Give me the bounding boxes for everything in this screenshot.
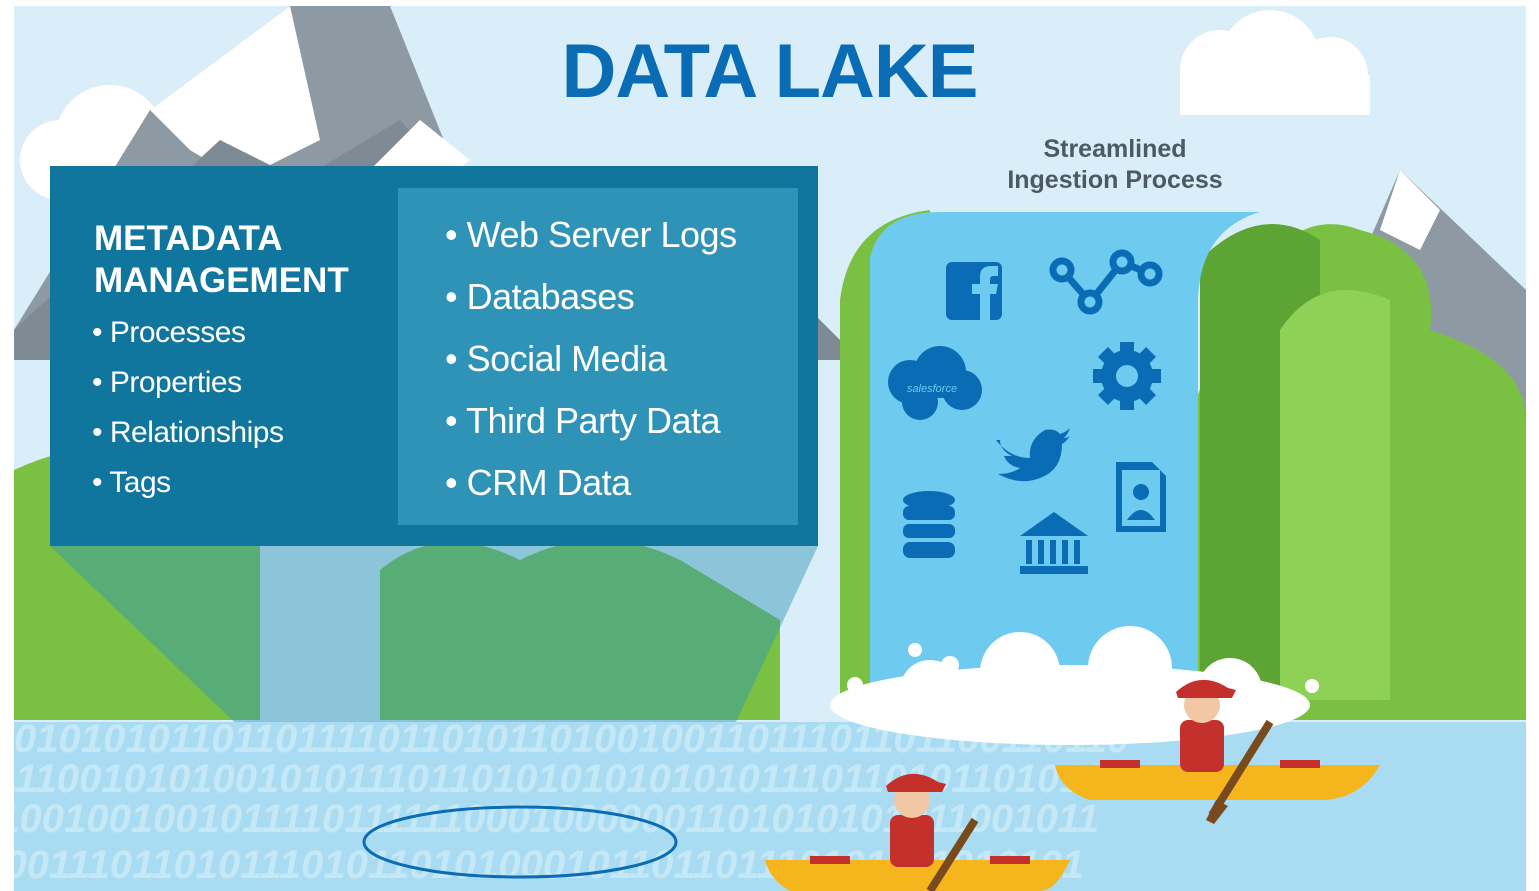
metadata-item: • Tags	[92, 466, 171, 499]
ingestion-label-line1: Streamlined	[1043, 135, 1187, 163]
binary-row: 1100100100101111011111100010000001101010…	[0, 797, 1099, 841]
twitter-icon	[996, 428, 1070, 482]
ingestion-label: Streamlined Ingestion Process	[965, 134, 1265, 196]
source-item-label: Social Media	[466, 338, 668, 379]
waterfall	[870, 212, 1260, 700]
metadata-item-label: Processes	[109, 316, 246, 349]
source-item: • Databases	[445, 276, 635, 317]
source-item: • Social Media	[445, 338, 668, 379]
document-icon	[1116, 462, 1166, 532]
salesforce-text: salesforce	[907, 383, 957, 395]
metadata-list: • Processes • Properties • Relationships…	[92, 315, 284, 515]
sources-panel	[398, 188, 798, 525]
metadata-item-label: Relationships	[109, 416, 284, 449]
source-item-label: Databases	[466, 276, 635, 317]
metadata-item: • Relationships	[92, 416, 284, 449]
source-item: • Third Party Data	[445, 400, 721, 441]
page-title: DATA LAKE	[561, 29, 979, 114]
facebook-icon	[946, 262, 1002, 320]
bank-icon	[1020, 512, 1088, 574]
salesforce-icon: salesforce	[888, 346, 982, 420]
network-icon	[1049, 249, 1163, 315]
source-item: • Web Server Logs	[445, 214, 737, 255]
source-item: • CRM Data	[445, 462, 632, 503]
metadata-heading-line2: MANAGEMENT	[94, 261, 349, 300]
target-ellipse	[362, 805, 678, 879]
sources-list: • Web Server Logs • Databases • Social M…	[445, 213, 737, 523]
metadata-item-label: Tags	[109, 466, 171, 499]
kayaker-right	[1055, 679, 1380, 824]
metadata-item-label: Properties	[109, 366, 242, 399]
ingestion-label-line2: Ingestion Process	[1007, 166, 1223, 194]
source-item-label: Web Server Logs	[466, 214, 737, 255]
source-item-label: Third Party Data	[465, 400, 721, 441]
metadata-heading: METADATA MANAGEMENT	[94, 218, 349, 302]
metadata-item: • Properties	[92, 366, 242, 399]
gear-icon	[1093, 342, 1161, 410]
database-icon	[903, 491, 955, 558]
source-item-label: CRM Data	[466, 462, 632, 503]
metadata-item: • Processes	[92, 316, 246, 349]
binary-row: 1110010101001010111011010101010101011101…	[0, 757, 1126, 801]
kayaker-left	[765, 773, 1070, 891]
metadata-heading-line1: METADATA	[94, 219, 283, 258]
